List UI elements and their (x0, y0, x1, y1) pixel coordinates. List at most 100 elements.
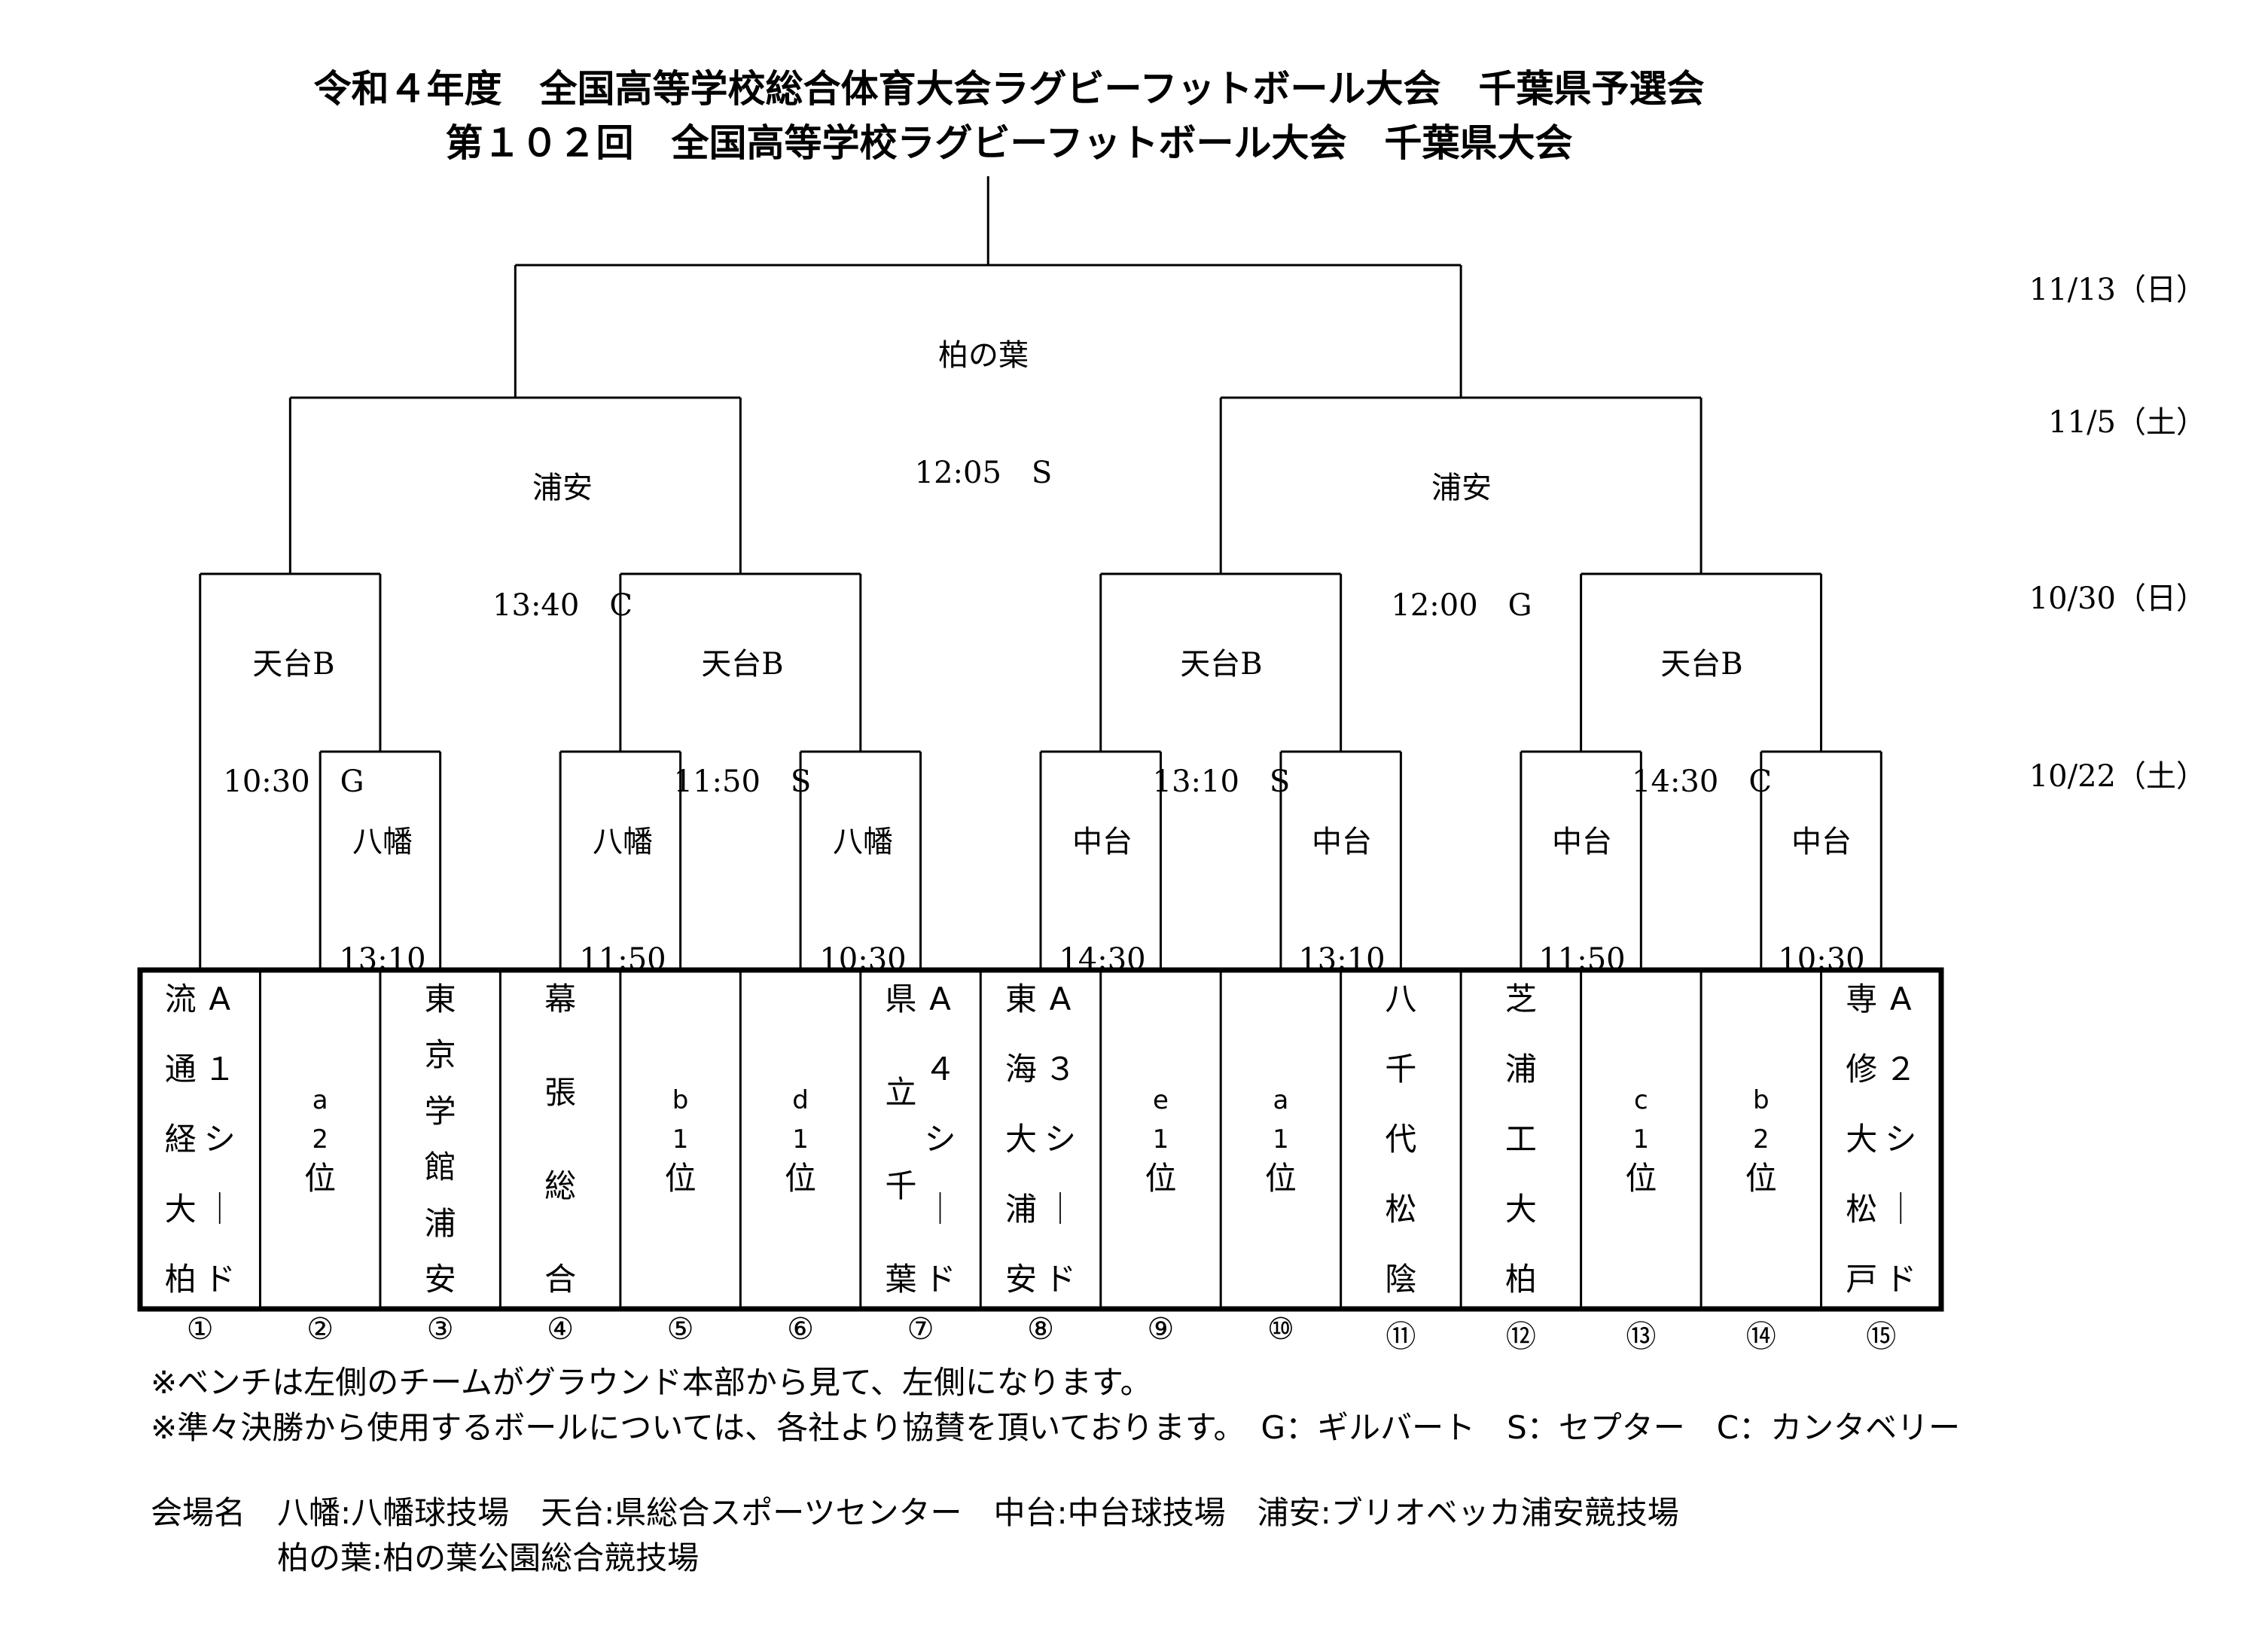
round1-match-4: 中台 14:30 (1059, 752, 1145, 1014)
seed-char: ｜ (203, 1191, 236, 1228)
qualifier-code-part: 位 (304, 1160, 337, 1197)
match-time: 13:40 C (492, 588, 633, 623)
seed-char: ２ (1885, 1051, 1917, 1088)
match-time: 14:30 C (1632, 764, 1772, 799)
seed-label: A ３ シ ｜ ド (1044, 981, 1076, 1298)
quarterfinal-match-4: 天台B 14:30 C (1632, 574, 1772, 836)
qualifier-code-part: 1 (672, 1124, 689, 1155)
team-name-char: 館 (424, 1149, 456, 1186)
slot-number: ⑪ (1385, 1319, 1416, 1354)
slot-number: ⑤ (666, 1312, 694, 1347)
match-venue: 浦安 (532, 471, 593, 505)
qualifier-code-part: e (1152, 1085, 1169, 1115)
match-time: 11:50 (579, 942, 666, 977)
seed-char: シ (1044, 1121, 1076, 1158)
slot-number: ⑨ (1147, 1312, 1175, 1347)
team-name: 東海大浦安 (1005, 981, 1037, 1298)
slot-number: ④ (547, 1312, 575, 1347)
seed-char: ３ (1044, 1051, 1076, 1088)
seed-char: ｜ (1044, 1191, 1076, 1228)
seed-char: A (1049, 981, 1072, 1017)
slot-number: ③ (426, 1312, 454, 1347)
team-name-char: 浦 (424, 1204, 456, 1242)
seed-char: ド (203, 1261, 236, 1298)
team-name-char: 葉 (885, 1261, 917, 1298)
team-name: 専修大松戸 (1846, 981, 1877, 1298)
team-name-char: 東 (1004, 981, 1037, 1017)
team-name-char: 柏 (1504, 1261, 1537, 1298)
team-slot-3: 東京学館浦安 (380, 972, 500, 1307)
team-name-char: 県 (885, 981, 917, 1017)
seed-char: ４ (924, 1051, 956, 1088)
seed-char: ｜ (924, 1191, 956, 1228)
qualifier-code-part: 位 (785, 1160, 817, 1197)
match-venue: 八幡 (833, 825, 893, 859)
round-date-quarterfinal: 10/30（日） (2029, 581, 2206, 616)
qualifier-code-part: 1 (792, 1124, 809, 1155)
team-name-char: 大 (1004, 1121, 1037, 1158)
team-name-char: 流 (164, 981, 197, 1017)
venue-list-line-1: 会場名 八幡:八幡球技場 天台:県総合スポーツセンター 中台:中台球技場 浦安:… (151, 1494, 1679, 1531)
round1-match-1: 八幡 13:10 (339, 752, 425, 1014)
match-time: 12:00 G (1391, 588, 1532, 623)
team-name-char: 東 (424, 981, 456, 1017)
team-name-char: 陰 (1385, 1261, 1417, 1298)
team-name-char: 千 (885, 1167, 917, 1204)
seed-char: シ (924, 1121, 956, 1158)
venue-list-line-2: 柏の葉:柏の葉公園総合競技場 (151, 1539, 700, 1576)
match-time: 13:10 S (1152, 764, 1291, 799)
round-date-round1: 10/22（土） (2029, 759, 2206, 794)
team-slot-8: 東海大浦安 A ３ シ ｜ ド (980, 972, 1100, 1307)
seed-char: A (1889, 981, 1912, 1017)
match-venue: 中台 (1072, 825, 1132, 859)
round1-match-7: 中台 10:30 (1778, 752, 1864, 1014)
seed-char: ド (1044, 1261, 1076, 1298)
team-name-char: 総 (544, 1167, 577, 1204)
qualifier-code-part: c (1633, 1085, 1648, 1115)
qualifier-code-part: 1 (1273, 1124, 1289, 1155)
match-time: 11:50 (1538, 942, 1626, 977)
team-slot-4: 幕張総合 (500, 972, 620, 1307)
match-venue: 天台B (252, 647, 335, 682)
qualifier-code-part: 2 (1752, 1124, 1770, 1155)
team-name-char: 大 (164, 1191, 197, 1228)
slot-number: ⑬ (1626, 1319, 1657, 1354)
qualifier-code-part: a (1273, 1085, 1289, 1115)
final-match: 柏の葉 12:05 S (915, 265, 1053, 527)
team-name-char: 海 (1004, 1051, 1037, 1088)
qualifier-code-part: b (1752, 1085, 1770, 1115)
seed-char: A (929, 981, 951, 1017)
team-name-char: 学 (424, 1092, 456, 1130)
match-venue: 天台B (1180, 647, 1263, 682)
team-name-char: 柏 (164, 1261, 197, 1298)
match-time: 13:10 (1298, 942, 1385, 977)
match-time: 10:30 (1778, 942, 1865, 977)
slot-number: ② (306, 1312, 334, 1347)
team-name-char: 浦 (1004, 1191, 1037, 1228)
seed-char: ド (1885, 1261, 1917, 1298)
qualifier-code-part: 位 (1145, 1160, 1177, 1197)
match-time: 13:10 (339, 942, 426, 977)
quarterfinal-match-2: 天台B 11:50 S (674, 574, 812, 836)
team-name-char: 修 (1846, 1051, 1878, 1088)
team-slot-12: 芝浦工大柏 (1461, 972, 1581, 1307)
team-name-char: 通 (164, 1051, 197, 1088)
team-name-char: 松 (1385, 1191, 1417, 1228)
seed-char: ド (924, 1261, 956, 1298)
qualifier-code-part: b (672, 1085, 689, 1115)
match-time: 14:30 (1059, 942, 1146, 977)
match-venue: 中台 (1552, 825, 1612, 859)
slot-number: ⑮ (1866, 1319, 1897, 1354)
round1-match-3: 八幡 10:30 (819, 752, 906, 1014)
